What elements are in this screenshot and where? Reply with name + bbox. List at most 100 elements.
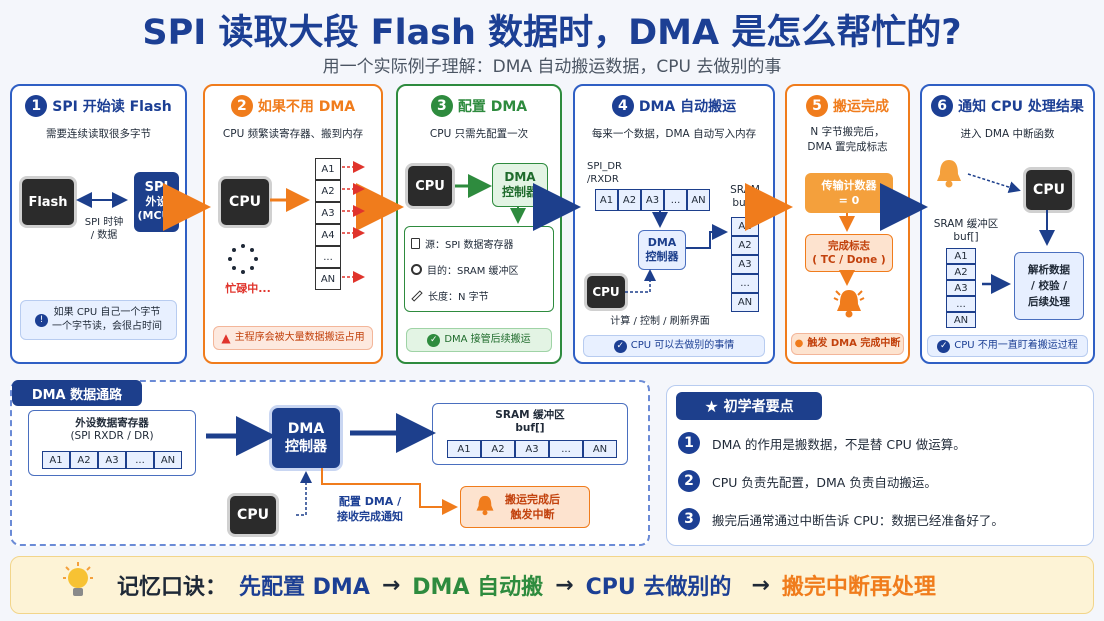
- panel-note: ✓ CPU 不用一直盯着搬运过程: [927, 335, 1088, 357]
- sram-cell: A2: [481, 440, 515, 458]
- config-notify-label: 配置 DMA / 接收完成通知: [322, 494, 418, 524]
- page-subtitle: 用一个实际例子理解：DMA 自动搬运数据，CPU 去做别的事: [322, 57, 782, 77]
- panel-desc: CPU 只需先配置一次: [429, 128, 529, 140]
- panel-note: ● 触发 DMA 完成中断: [791, 333, 904, 355]
- note-text: CPU 不用一直盯着搬运过程: [954, 340, 1078, 351]
- panel-desc: 需要连续读取很多字节: [46, 128, 151, 140]
- panel-header: 6 通知 CPU 处理结果: [922, 95, 1093, 117]
- ruler-icon: [411, 289, 423, 302]
- sram-buffer-label: SRAM 缓冲区 buf[]: [926, 218, 1006, 244]
- note-line-2: 一个字节读，会很占时间: [52, 321, 162, 332]
- sram-cell: AN: [731, 293, 759, 312]
- panel-header: 5 搬运完成: [787, 95, 908, 117]
- config-dst-text: 目的：SRAM 缓冲区: [427, 266, 519, 277]
- spi-dr-cell: A1: [595, 189, 618, 211]
- motto-bar: 记忆口诀： 先配置 DMA → DMA 自动搬 → CPU 去做别的 → 搬完中…: [10, 556, 1094, 614]
- dma-label: DMA: [287, 421, 325, 437]
- dma-sub-label: 控制器: [501, 185, 538, 199]
- process-line-2: / 校验 /: [1031, 280, 1067, 292]
- panel-header: 1 SPI 开始读 Flash: [12, 95, 185, 117]
- register-cell: ...: [126, 451, 154, 469]
- register-line-2: (SPI RXDR / DR): [70, 430, 154, 442]
- step-number: 4: [611, 95, 634, 117]
- spi-dr-cell: ...: [664, 189, 687, 211]
- panel-note: ▲ 主程序会被大量数据搬运占用: [213, 326, 373, 350]
- config-src-text: 源：SPI 数据寄存器: [425, 240, 514, 251]
- sram-label: SRAM buf[]: [723, 184, 767, 210]
- panel-note: ✓ CPU 可以去做别的事情: [583, 335, 765, 357]
- step-number: 2: [230, 95, 253, 117]
- done-line-1: 搬运完成后: [505, 493, 560, 506]
- register-cell: A2: [70, 451, 98, 469]
- sram-cell: AN: [946, 312, 976, 328]
- panel-desc: N 字节搬完后， DMA 置完成标志: [787, 125, 908, 155]
- config-line-1: 配置 DMA /: [338, 495, 402, 508]
- panel-header: 4 DMA 自动搬运: [575, 95, 773, 117]
- config-src: 源：SPI 数据寄存器: [411, 236, 514, 251]
- check-icon: ✓: [613, 339, 627, 353]
- page-title: SPI 读取大段 Flash 数据时，DMA 是怎么帮忙的?: [142, 13, 962, 53]
- spi-mcu-label: (MCU): [137, 209, 176, 222]
- panel-transfer-complete: 5 搬运完成 N 字节搬完后， DMA 置完成标志 传输计数器 = 0 完成标志…: [785, 84, 910, 364]
- memory-cell: A4: [315, 224, 341, 246]
- done-interrupt-box: 搬运完成后 触发中断: [460, 486, 590, 528]
- sram-cell: A3: [731, 255, 759, 274]
- panel-config-dma: 3 配置 DMA CPU 只需先配置一次 CPU DMA 控制器 源：SPI 数…: [396, 84, 562, 364]
- link-line-2: / 数据: [90, 230, 118, 241]
- note-line-1: 如果 CPU 自己一个字节: [53, 307, 161, 318]
- register-cell: A1: [42, 451, 70, 469]
- tip-item: 3 搬完后通常通过中断告诉 CPU：数据已经准备好了。: [678, 508, 1004, 530]
- sram-line-1: SRAM: [730, 184, 760, 196]
- panel-no-dma: 2 如果不用 DMA CPU 频繁读寄存器、搬到内存 CPU A1 A2 A3 …: [203, 84, 383, 364]
- sram-cell: ...: [549, 440, 583, 458]
- register-cell: AN: [154, 451, 182, 469]
- spi-dr-cell: A3: [641, 189, 664, 211]
- target-icon: [411, 264, 422, 275]
- desc-line-1: N 字节搬完后，: [810, 126, 885, 138]
- register-label: 外设数据寄存器 (SPI RXDR / DR): [29, 417, 195, 443]
- config-list: 源：SPI 数据寄存器 目的：SRAM 缓冲区 长度：N 字节: [404, 226, 554, 312]
- motto-step-4: 搬完中断再处理: [781, 575, 936, 600]
- motto-arrow: →: [381, 572, 401, 598]
- check-icon: ✓: [937, 339, 951, 353]
- cpu-chip: CPU: [230, 496, 276, 534]
- panel-note: ✓ DMA 接管后续搬运: [406, 328, 552, 352]
- note-text: 触发 DMA 完成中断: [807, 338, 901, 349]
- tip-text: 搬完后通常通过中断告诉 CPU：数据已经准备好了。: [712, 512, 1004, 528]
- warning-icon: ▲: [221, 331, 231, 345]
- panel-desc: 每来一个数据，DMA 自动写入内存: [591, 128, 757, 140]
- complete-flag-box: 完成标志 ( TC / Done ): [805, 234, 893, 272]
- star-icon: ★: [704, 396, 719, 416]
- sram-buffer-box: SRAM 缓冲区 buf[] A1 A2 A3 ... AN: [432, 403, 628, 465]
- alarm-bell-icon: [932, 156, 966, 190]
- panel-title: 通知 CPU 处理结果: [958, 99, 1084, 115]
- motto-step-2: DMA 自动搬: [412, 575, 544, 600]
- panel-dma-transfer: 4 DMA 自动搬运 每来一个数据，DMA 自动写入内存 SPI_DR /RXD…: [573, 84, 775, 364]
- sram-line-1: SRAM 缓冲区: [933, 218, 999, 230]
- config-len-text: 长度：N 字节: [428, 292, 489, 303]
- motto-arrow: →: [555, 572, 574, 598]
- sram-label: SRAM 缓冲区 buf[]: [433, 409, 627, 435]
- sram-line-1: SRAM 缓冲区: [495, 409, 565, 421]
- panel-notify-cpu: 6 通知 CPU 处理结果 进入 DMA 中断函数 CPU SRAM 缓冲区 b…: [920, 84, 1095, 364]
- sram-cell: A3: [946, 280, 976, 296]
- config-len: 长度：N 字节: [411, 288, 489, 303]
- spi-dr-cell: A2: [618, 189, 641, 211]
- memory-cell: A1: [315, 158, 341, 180]
- bell-icon: ●: [794, 338, 804, 349]
- panel-header: 2 如果不用 DMA: [205, 95, 381, 117]
- check-icon: ✓: [427, 333, 441, 347]
- sram-cell: A1: [447, 440, 481, 458]
- dma-label: DMA: [504, 170, 536, 184]
- memory-cell: A3: [315, 202, 341, 224]
- cpu-chip: CPU: [1026, 170, 1072, 210]
- register-line-1: 外设数据寄存器: [75, 417, 149, 429]
- panel-desc: 进入 DMA 中断函数: [960, 128, 1055, 140]
- dma-sub-label: 控制器: [645, 250, 679, 263]
- memory-cell: A2: [315, 180, 341, 202]
- sram-cell: AN: [583, 440, 617, 458]
- cpu-chip: CPU: [221, 179, 269, 225]
- desc-line-2: DMA 置完成标志: [807, 141, 888, 153]
- panel-title: SPI 开始读 Flash: [52, 99, 172, 115]
- dma-controller-box: DMA 控制器: [492, 163, 548, 207]
